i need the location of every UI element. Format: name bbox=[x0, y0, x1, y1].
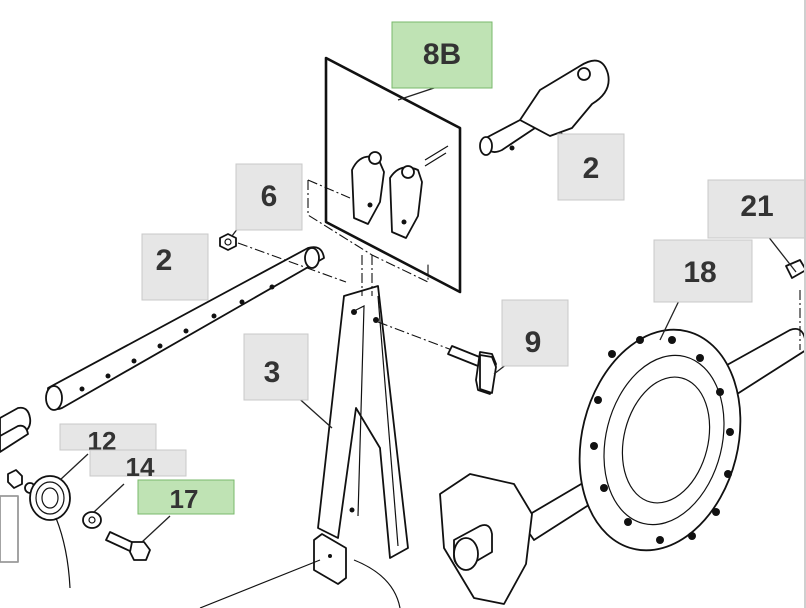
callout-18: 18 bbox=[653, 239, 753, 303]
callout-8b: 8B bbox=[391, 21, 493, 89]
callout-8b-label: 8B bbox=[423, 38, 461, 71]
elbow-tube-part bbox=[479, 59, 610, 156]
callout-14: 14 bbox=[89, 449, 187, 482]
callout-21-label: 21 bbox=[740, 190, 773, 223]
callout-6-label: 6 bbox=[261, 180, 278, 213]
callout-9: 9 bbox=[501, 299, 569, 367]
callout-2-top: 2 bbox=[557, 133, 625, 201]
callout-2-left-label: 2 bbox=[156, 244, 173, 277]
bolt-part bbox=[377, 321, 497, 395]
flanged-axle-part bbox=[439, 259, 806, 605]
left-tube-part bbox=[0, 246, 325, 453]
callout-18-label: 18 bbox=[683, 256, 716, 289]
callout-14-label: 14 bbox=[126, 452, 155, 482]
callout-6: 6 bbox=[235, 163, 303, 231]
callout-9-label: 9 bbox=[525, 326, 542, 359]
spring-assembly-part bbox=[0, 469, 151, 589]
stand-bracket-part bbox=[317, 255, 409, 559]
callout-17-label: 17 bbox=[170, 484, 199, 514]
callout-2-top-label: 2 bbox=[583, 152, 600, 185]
callout-17: 17 bbox=[137, 479, 235, 515]
bottom-bracket-part bbox=[199, 533, 401, 608]
callout-21: 21 bbox=[707, 179, 806, 239]
nut-part bbox=[219, 233, 347, 283]
callout-3-label: 3 bbox=[264, 356, 281, 389]
inset-panel-8b bbox=[307, 56, 462, 294]
callout-2-left: 2 bbox=[141, 233, 209, 301]
callout-3: 3 bbox=[243, 333, 309, 401]
